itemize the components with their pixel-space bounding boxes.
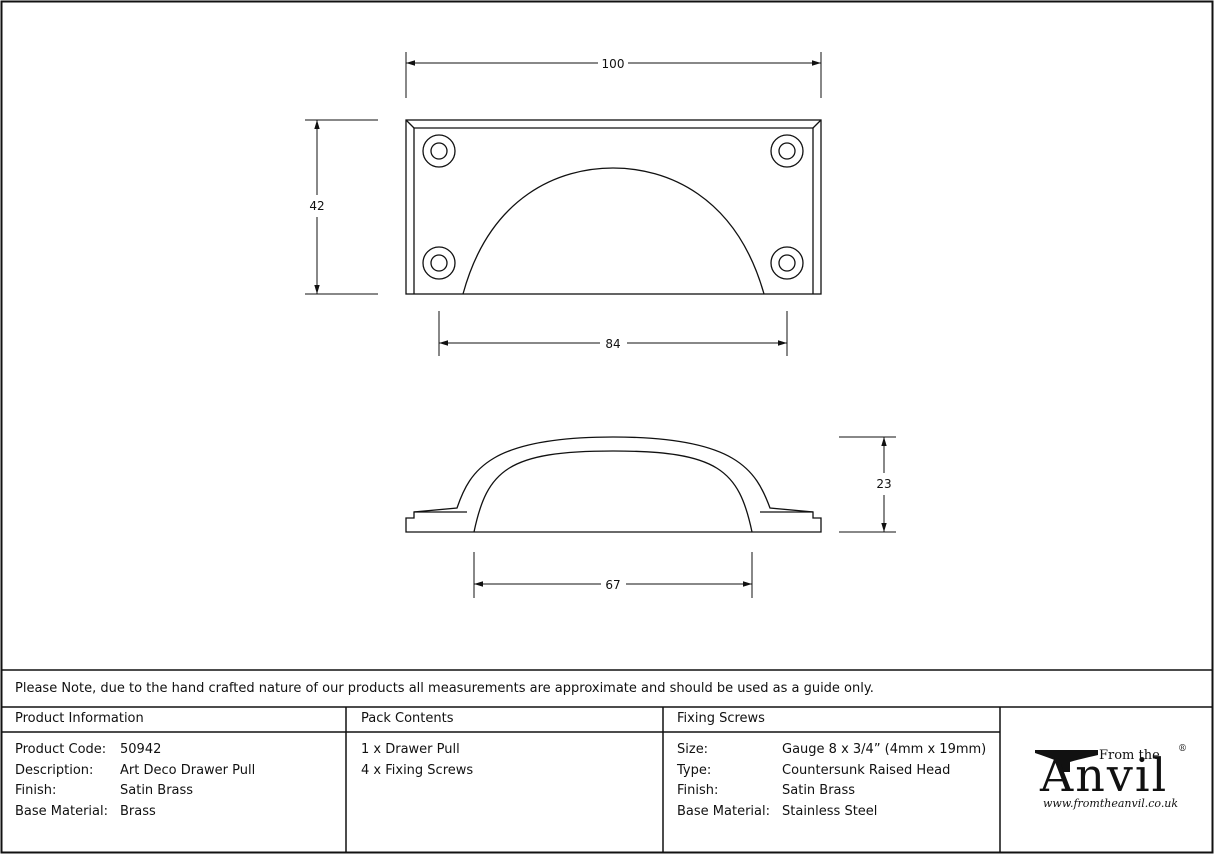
screw-hole — [422, 134, 456, 168]
side-view — [405, 436, 822, 533]
fixing-screws-label: Finish: — [677, 783, 719, 798]
product-info-value: 50942 — [120, 742, 162, 757]
fixing-screws-value: Satin Brass — [782, 783, 856, 798]
product-info-label: Base Material: — [15, 804, 108, 819]
plan-view — [405, 119, 822, 295]
dimension-projection — [839, 436, 896, 533]
product-info-heading: Product Information — [15, 711, 144, 726]
pull-profile-inner — [473, 450, 753, 533]
fixing-screws-value: Gauge 8 x 3/4” (4mm x 19mm) — [782, 742, 987, 757]
screw-hole — [770, 134, 804, 168]
dimension-label-height: 42 — [309, 199, 324, 213]
backplate-outline — [405, 119, 822, 295]
fixing-screws-label: Base Material: — [677, 804, 770, 819]
dimension-overall-width — [405, 52, 822, 98]
fixing-screws-heading: Fixing Screws — [677, 711, 765, 726]
measurement-note: Please Note, due to the hand crafted nat… — [15, 681, 874, 696]
logo-url: www.fromtheanvil.co.uk — [1043, 797, 1179, 810]
fixing-screws-label: Size: — [677, 742, 709, 757]
product-info-value: Art Deco Drawer Pull — [120, 763, 256, 778]
product-info-value: Satin Brass — [120, 783, 194, 798]
logo-from-the: From the — [1099, 748, 1160, 763]
screw-hole — [422, 246, 456, 280]
cup-arch — [462, 167, 765, 295]
pull-profile-outer — [405, 436, 822, 533]
screw-hole — [770, 246, 804, 280]
fixing-screws-label: Type: — [677, 763, 712, 778]
pack-contents-item: 4 x Fixing Screws — [361, 763, 474, 778]
backplate-bevel — [413, 127, 814, 294]
dimension-label-centres: 84 — [605, 337, 620, 351]
dimension-label-projection: 23 — [876, 477, 891, 491]
dimension-overall-height — [305, 119, 378, 295]
product-info-value: Brass — [120, 804, 156, 819]
dimension-label-opening: 67 — [605, 578, 620, 592]
logo-brand-name: Anvil — [1040, 748, 1169, 802]
title-block-grid — [2, 669, 1212, 852]
dimension-hole-centres — [438, 311, 788, 356]
product-info-label: Product Code: — [15, 742, 107, 757]
anvil-icon — [1035, 750, 1098, 772]
dimension-label-width: 100 — [602, 57, 625, 71]
fixing-screws-value: Stainless Steel — [782, 804, 878, 819]
logo-registered-mark: ® — [1178, 744, 1187, 754]
product-info-label: Finish: — [15, 783, 57, 798]
dimension-cup-opening — [473, 552, 753, 598]
pack-contents-item: 1 x Drawer Pull — [361, 742, 460, 757]
pack-contents-heading: Pack Contents — [361, 711, 454, 726]
fixing-screws-value: Countersunk Raised Head — [782, 763, 951, 778]
product-info-label: Description: — [15, 763, 94, 778]
